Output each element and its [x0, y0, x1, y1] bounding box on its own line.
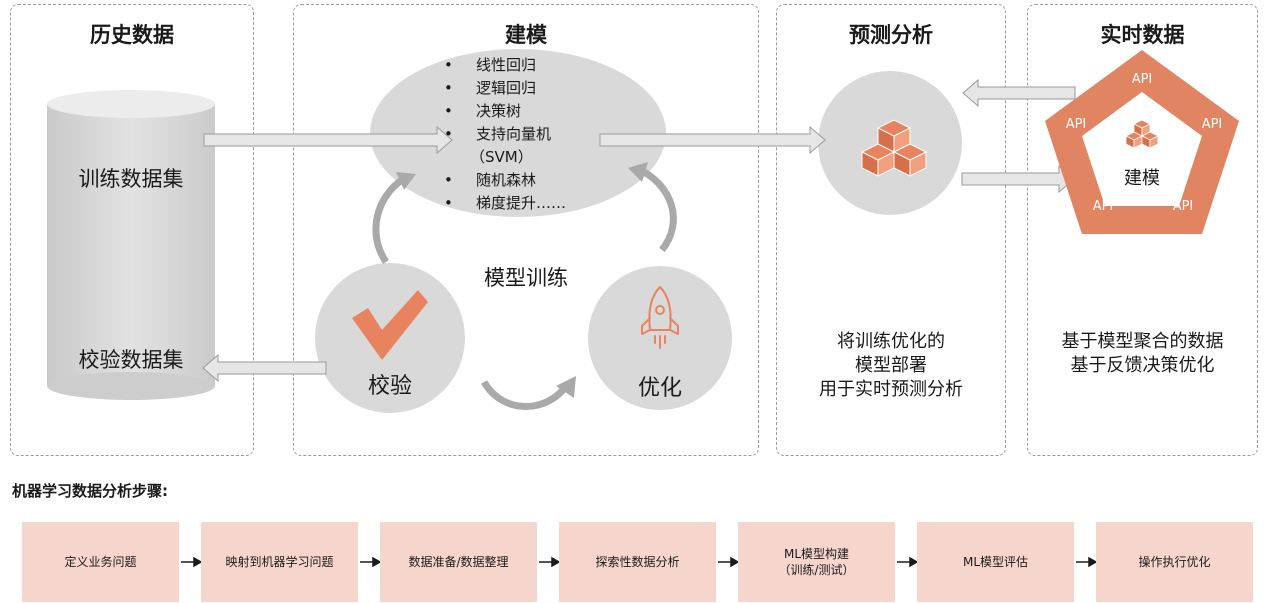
step-box: 探索性数据分析 [559, 522, 716, 602]
optimize-label: 优化 [637, 376, 682, 401]
algorithm-list: 线性回归 逻辑回归 决策树 支持向量机 （SVM） 随机森林 梯度提升…… [444, 54, 566, 215]
step-box: 数据准备/数据整理 [380, 522, 537, 602]
step-arrows [181, 556, 1098, 568]
arrow-realtime-to-prediction [962, 78, 1076, 108]
step-line1: 操作执行优化 [1138, 555, 1211, 569]
algorithm-item: 随机森林 [444, 169, 566, 192]
panel-history: 历史数据 [10, 4, 254, 456]
step-line1: 探索性数据分析 [595, 555, 680, 569]
validate-dataset-label: 校验数据集 [78, 348, 184, 372]
train-dataset-label: 训练数据集 [78, 167, 184, 191]
arrow-prediction-to-realtime [961, 164, 1075, 194]
prediction-desc-line: 模型部署 [855, 355, 927, 376]
api-label-bottom-left: API [1092, 199, 1114, 214]
database-cylinder-icon [47, 90, 215, 400]
loop-arrow-right [628, 162, 677, 253]
steps-title: 机器学习数据分析步骤: [12, 482, 168, 500]
prediction-desc-line: 将训练优化的 [837, 331, 945, 352]
model-training-label: 模型训练 [484, 266, 568, 290]
panel-modeling-title: 建模 [505, 23, 547, 47]
panel-realtime: 实时数据 [1027, 4, 1258, 456]
loop-arrow-left [372, 172, 416, 264]
arrow-validate-to-dataset [202, 353, 327, 383]
step-box: 映射到机器学习问题 [201, 522, 358, 602]
algorithm-item: 支持向量机 [444, 123, 566, 146]
prediction-desc-line: 用于实时预测分析 [819, 379, 963, 400]
validate-label: 校验 [367, 374, 412, 399]
step-line1: 映射到机器学习问题 [225, 555, 334, 569]
arrow-model-to-prediction [599, 125, 826, 155]
realtime-desc-line: 基于反馈决策优化 [1070, 355, 1215, 376]
step-line1: ML模型构建 [783, 547, 850, 561]
step-line1: 定义业务问题 [64, 555, 137, 569]
algorithm-item: 逻辑回归 [444, 77, 566, 100]
panel-prediction-title: 预测分析 [849, 23, 933, 47]
api-label-bottom-right: API [1172, 199, 1194, 214]
pentagon-center-label: 建模 [1124, 168, 1160, 189]
rocket-icon [641, 286, 679, 349]
step-line1: 数据准备/数据整理 [408, 555, 509, 569]
step-box: 定义业务问题 [22, 522, 179, 602]
api-label-right: API [1201, 117, 1223, 132]
algorithm-item: 线性回归 [444, 54, 566, 77]
step-line2: （训练/测试） [778, 563, 855, 577]
step-box: ML模型评估 [917, 522, 1074, 602]
stacked-boxes-icon [860, 119, 928, 177]
realtime-desc-line: 基于模型聚合的数据 [1061, 331, 1224, 352]
panel-realtime-title: 实时数据 [1100, 23, 1185, 47]
panel-modeling: 建模 [293, 4, 759, 456]
algorithm-item: （SVM） [470, 148, 533, 166]
step-box: ML模型构建 （训练/测试） [738, 522, 895, 602]
realtime-desc: 基于模型聚合的数据 基于反馈决策优化 [1027, 330, 1258, 378]
checkmark-icon [352, 290, 428, 360]
step-line1: ML模型评估 [962, 555, 1029, 569]
step-box: 操作执行优化 [1096, 522, 1253, 602]
api-label-top: API [1131, 72, 1153, 87]
api-label-left: API [1065, 117, 1087, 132]
algorithm-item: 决策树 [444, 100, 566, 123]
panel-prediction: 预测分析 [776, 4, 1006, 456]
algorithm-item: 梯度提升…… [444, 192, 566, 215]
loop-arrow-bottom [480, 376, 576, 410]
arrow-train-to-model [203, 125, 453, 155]
prediction-desc: 将训练优化的 模型部署 用于实时预测分析 [776, 330, 1006, 402]
panel-history-title: 历史数据 [90, 23, 174, 47]
small-boxes-icon [1125, 119, 1159, 149]
